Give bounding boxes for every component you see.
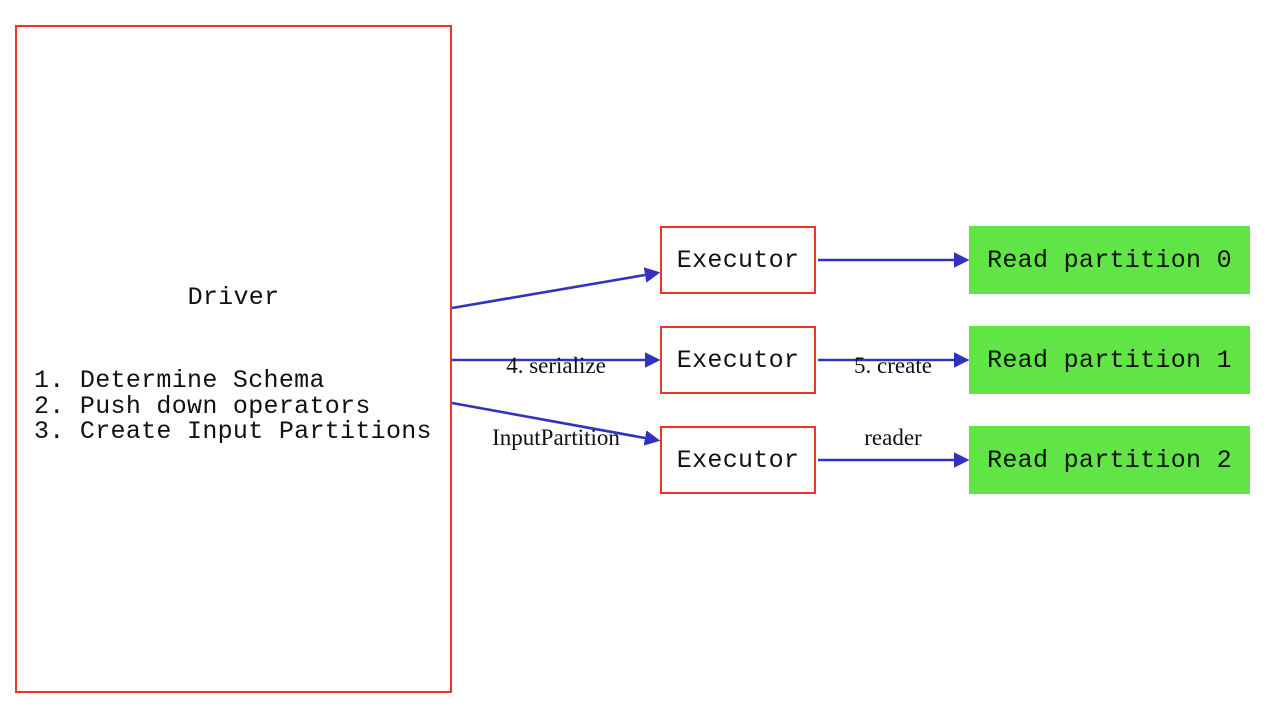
executor-label: Executor: [676, 445, 800, 475]
arrow-driver-to-executor-0: [451, 267, 661, 310]
executor-box-0: Executor: [660, 226, 816, 294]
driver-steps-list: 1. Determine Schema 2. Push down operato…: [34, 368, 432, 445]
create-reader-label-line-2: reader: [864, 425, 922, 450]
create-reader-label-line-1: 5. create: [854, 353, 932, 378]
serialize-inputpartition-label: 4. serialize InputPartition: [452, 306, 660, 498]
read-partition-box-1: Read partition 1: [969, 326, 1250, 394]
driver-step-determine-schema: 1. Determine Schema: [34, 366, 325, 395]
read-partition-label: Read partition 0: [987, 245, 1232, 275]
driver-step-create-input-partitions: 3. Create Input Partitions: [34, 417, 432, 446]
read-partition-box-0: Read partition 0: [969, 226, 1250, 294]
serialize-label-line-1: 4. serialize: [506, 353, 606, 378]
executor-box-2: Executor: [660, 426, 816, 494]
serialize-label-line-2: InputPartition: [492, 425, 620, 450]
executor-box-1: Executor: [660, 326, 816, 394]
driver-box: Driver 1. Determine Schema 2. Push down …: [15, 25, 452, 693]
read-partition-label: Read partition 1: [987, 345, 1232, 375]
read-partition-box-2: Read partition 2: [969, 426, 1250, 494]
read-partition-label: Read partition 2: [987, 445, 1232, 475]
driver-title: Driver: [187, 283, 280, 312]
executor-label: Executor: [676, 245, 800, 275]
create-reader-label: 5. create reader: [817, 306, 969, 498]
executor-label: Executor: [676, 345, 800, 375]
driver-step-push-down-operators: 2. Push down operators: [34, 391, 371, 421]
